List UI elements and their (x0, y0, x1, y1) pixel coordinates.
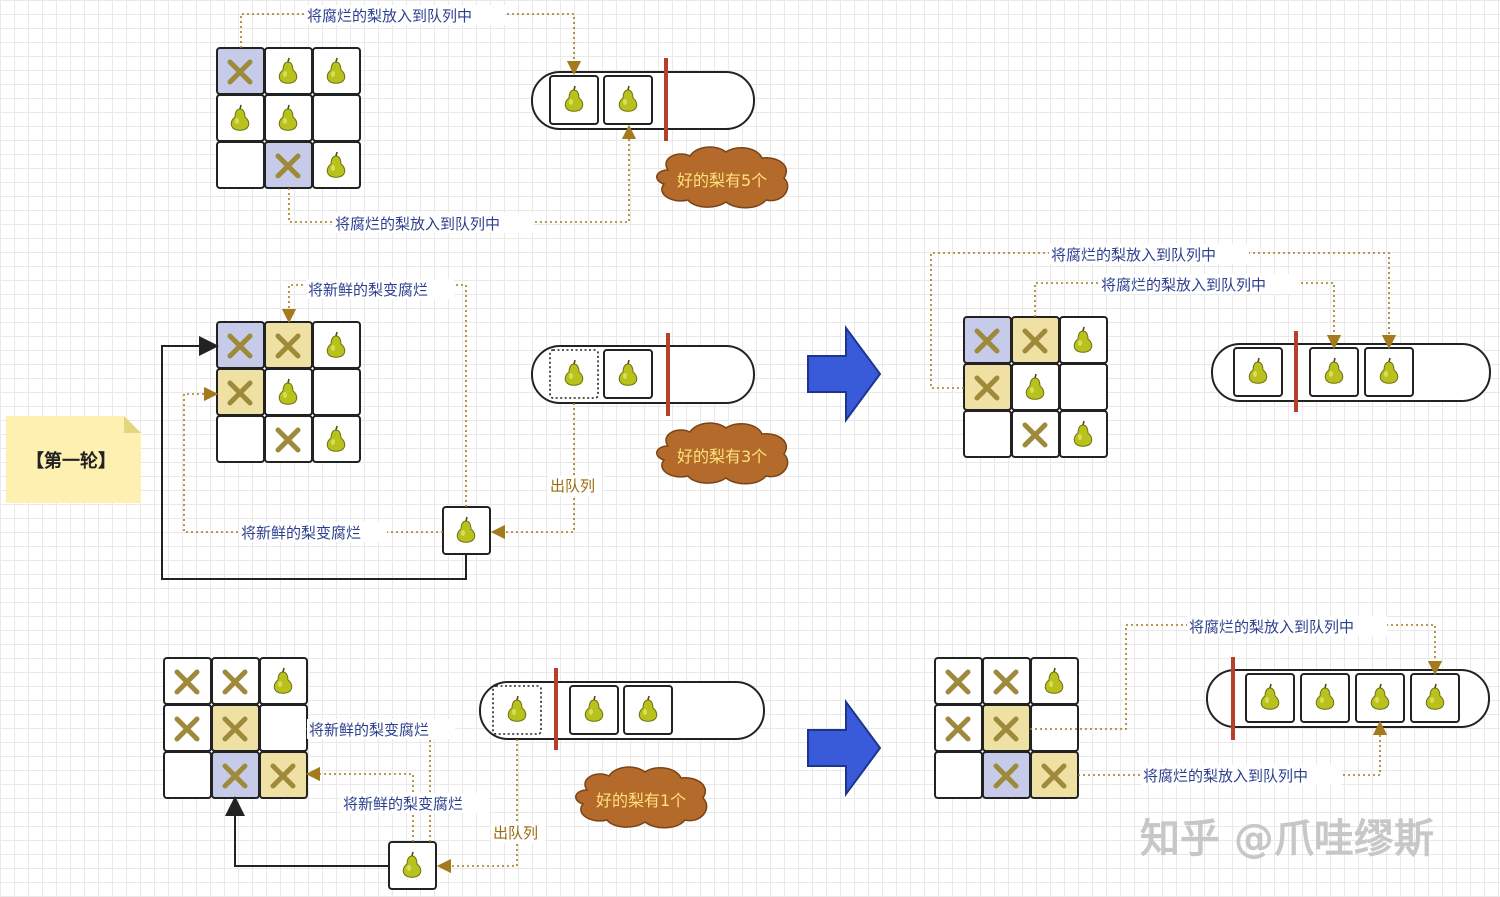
connector (1034, 282, 1342, 350)
label-bg (1141, 765, 1341, 785)
grid-cell (312, 368, 361, 416)
connector (161, 336, 467, 580)
label-fresh-becomes-rotten: 将新鲜的梨变腐烂 (309, 721, 429, 739)
label-fresh-becomes-rotten: 将新鲜的梨变腐烂 (241, 524, 361, 542)
label-put-rotten-in-queue: 将腐烂的梨放入到队列中 (1051, 246, 1216, 264)
label-fresh-becomes-rotten: 将新鲜的梨变腐烂 (308, 281, 428, 299)
note-fold (124, 416, 141, 433)
row3-grid (163, 657, 308, 799)
grid-cell (216, 415, 265, 463)
label-bg (333, 213, 533, 233)
label-bg (491, 823, 545, 843)
grid-cell (163, 751, 212, 799)
row2-result-grid (963, 316, 1108, 458)
queue-capsule (479, 681, 765, 740)
watermark: 知乎 @爪哇缪斯 (1140, 816, 1434, 862)
label-dequeue: 出队列 (493, 824, 538, 842)
connector (225, 796, 389, 867)
cloud-label: 好的梨有1个 (596, 791, 686, 810)
connector (305, 721, 431, 842)
connector (490, 403, 575, 540)
row2-result-queue (1211, 331, 1491, 412)
grid-cell (259, 704, 308, 752)
row2-grid (216, 321, 361, 463)
connector (436, 739, 518, 874)
label-bg (548, 476, 602, 496)
label-bg (239, 522, 387, 542)
row3-result-grid (934, 657, 1079, 799)
label-put-rotten-in-queue: 将腐烂的梨放入到队列中 (1101, 276, 1266, 294)
row3-queue (479, 668, 765, 750)
note-paper (6, 416, 141, 503)
row1-queue (531, 58, 755, 141)
label-bg (306, 279, 454, 299)
label-dequeue: 出队列 (550, 477, 595, 495)
label-put-rotten-in-queue: 将腐烂的梨放入到队列中 (1189, 618, 1354, 636)
grid-cell (1059, 363, 1108, 411)
grid-cell (312, 94, 361, 142)
round-note: 【第一轮】 (6, 416, 141, 503)
grid-cell (934, 751, 983, 799)
label-put-rotten-in-queue: 将腐烂的梨放入到队列中 (335, 215, 500, 233)
row1-grid (216, 47, 361, 189)
connector (288, 124, 637, 223)
grid-cell (963, 410, 1012, 458)
label-bg (1187, 616, 1387, 636)
big-right-arrow-icon (807, 698, 882, 798)
connector (1030, 624, 1443, 730)
row2-queue (531, 333, 755, 416)
row3-result-queue (1206, 657, 1490, 740)
label-put-rotten-in-queue: 将腐烂的梨放入到队列中 (1143, 767, 1308, 785)
label-bg (1099, 274, 1299, 294)
grid-cell (216, 141, 265, 189)
label-bg (1049, 244, 1249, 264)
big-right-arrow-icon (807, 324, 882, 424)
label-put-rotten-in-queue: 将腐烂的梨放入到队列中 (307, 7, 472, 25)
cloud-label: 好的梨有5个 (677, 171, 767, 190)
cloud-shape: 好的梨有5个 (656, 146, 789, 209)
connector (930, 252, 1397, 389)
label-bg (341, 793, 489, 813)
label-bg (307, 719, 455, 739)
grid-cell (1030, 704, 1079, 752)
label-bg (305, 5, 505, 25)
cloud-shape: 好的梨有1个 (575, 766, 708, 829)
cloud-shape: 好的梨有3个 (656, 422, 789, 485)
cloud-label: 好的梨有3个 (677, 447, 767, 466)
round-label: 【第一轮】 (26, 450, 116, 472)
label-fresh-becomes-rotten: 将新鲜的梨变腐烂 (343, 795, 463, 813)
